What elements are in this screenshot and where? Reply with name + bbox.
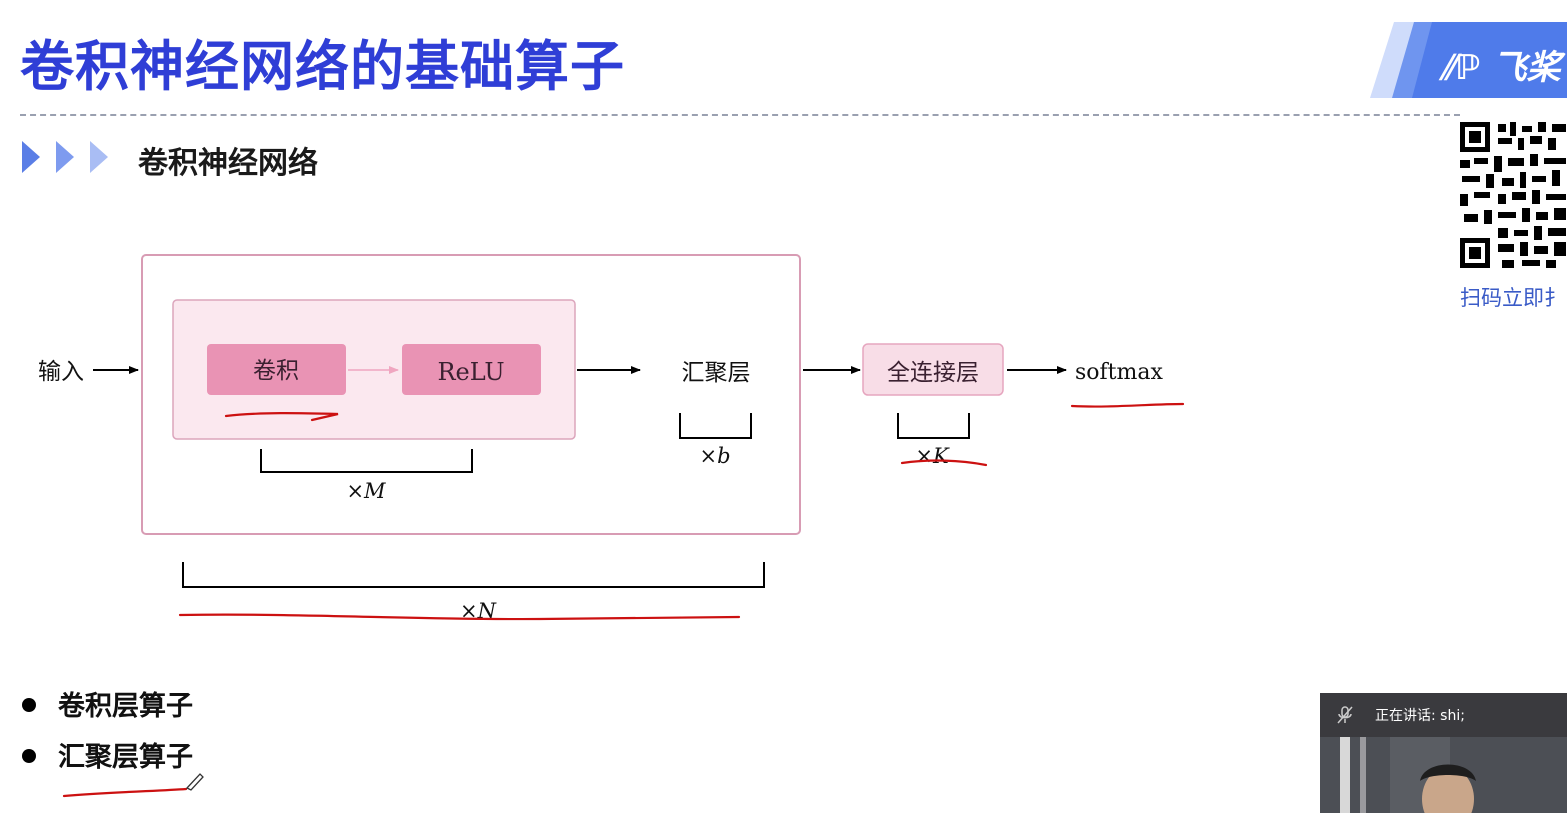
bullet-dot <box>22 748 36 763</box>
annotation-underline-k <box>900 459 988 467</box>
fc-box <box>862 343 1004 396</box>
microphone-muted-icon[interactable] <box>1336 705 1354 725</box>
bullet-label: 卷积层算子 <box>58 691 193 722</box>
annotation-underline-conv <box>224 412 339 422</box>
slide-title: 卷积神经网络的基础算子 <box>20 35 625 98</box>
pool-label: 汇聚层 <box>682 360 751 386</box>
cnn-architecture-diagram: 输入 卷积 ReLU 汇聚层 全连接层 softmax ×M ×b ×K ×N <box>38 254 1185 623</box>
bracket-k <box>897 413 970 439</box>
relu-box <box>402 344 541 395</box>
logo-banner <box>1370 22 1567 98</box>
bracket-m <box>260 449 473 473</box>
annotation-underline-pooling <box>62 773 204 798</box>
bullet-item: 卷积层算子 <box>22 684 193 723</box>
fc-label: 全连接层 <box>887 360 979 386</box>
repeat-k-label: ×K <box>915 444 950 468</box>
title-divider <box>20 114 1460 116</box>
speaker-name: 正在讲话: shi; <box>1375 708 1465 724</box>
paddle-logo-icon: ⫽ℙ 飞桨 <box>1440 40 1561 89</box>
relu-label: ReLU <box>437 358 504 386</box>
section-title: 卷积神经网络 <box>138 146 318 181</box>
annotation-underline-softmax <box>1070 402 1185 408</box>
speaker-status-bar <box>1320 693 1567 737</box>
repeat-b-label: ×b <box>699 444 730 468</box>
repeat-m-label: ×M <box>346 479 386 503</box>
section-chevron-icon <box>22 141 108 173</box>
bullet-dot <box>22 697 36 712</box>
bracket-b <box>679 413 752 439</box>
bullet-label: 汇聚层算子 <box>58 742 193 773</box>
qr-caption: 扫码立即扌 <box>1460 286 1565 310</box>
conv-label: 卷积 <box>253 358 299 384</box>
bracket-n <box>182 562 765 588</box>
input-label: 输入 <box>38 359 84 385</box>
conv-box <box>207 344 346 395</box>
bullet-item: 汇聚层算子 <box>22 735 193 774</box>
qr-code-icon <box>1458 120 1567 270</box>
speaker-video-panel[interactable]: 正在讲话: shi; <box>1320 693 1567 813</box>
speaker-video-feed <box>1320 737 1567 813</box>
logo-text: 飞桨 <box>1492 48 1561 88</box>
annotation-underline-n <box>178 613 741 621</box>
softmax-label: softmax <box>1075 360 1163 385</box>
logo-mark: ⫽ℙ <box>1440 48 1493 88</box>
